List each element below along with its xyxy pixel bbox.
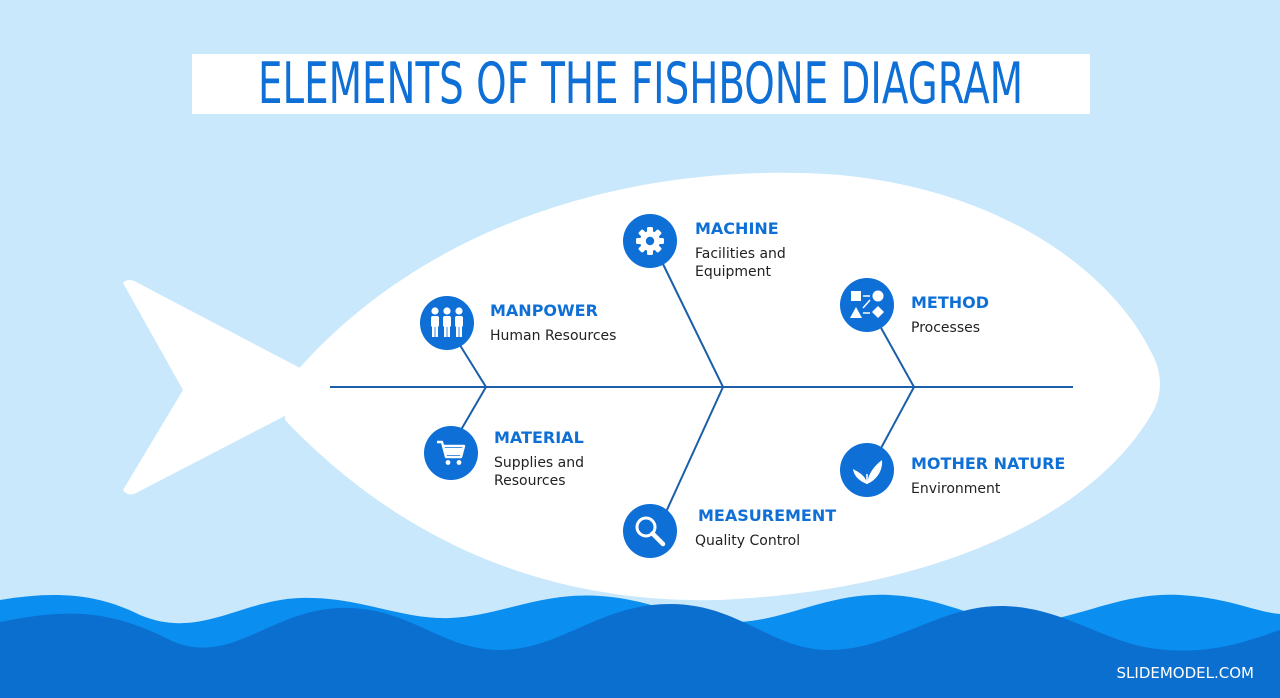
bone-material <box>457 386 487 436</box>
method-label: METHOD Processes <box>911 293 989 337</box>
wave-front <box>0 604 1280 698</box>
material-description: Supplies and Resources <box>494 455 585 489</box>
page-title: ELEMENTS OF THE FISHBONE DIAGRAM <box>258 51 1024 117</box>
people-icon <box>431 307 463 337</box>
material-node <box>424 426 478 480</box>
measurement-label: MEASUREMENT Quality Control <box>695 506 837 550</box>
manpower-label: MANPOWER Human Resources <box>490 301 616 345</box>
machine-description: Facilities and Equipment <box>695 246 786 280</box>
method-description: Processes <box>911 320 981 336</box>
machine-title: MACHINE <box>695 219 779 238</box>
measurement-node <box>623 504 677 558</box>
mother-nature-node <box>840 443 894 497</box>
mother-nature-label: MOTHER NATURE Environment <box>911 454 1065 498</box>
flowchart-icon <box>850 290 884 318</box>
bone-measurement <box>665 386 724 513</box>
credit-watermark: SLIDEMODEL.COM <box>1116 664 1254 682</box>
machine-node <box>623 214 677 268</box>
manpower-node <box>420 296 474 350</box>
magnifier-icon <box>635 516 666 547</box>
method-node <box>840 278 894 332</box>
bone-manpower <box>457 341 487 388</box>
material-label: MATERIAL Supplies and Resources <box>494 428 604 490</box>
bone-method <box>879 325 915 388</box>
measurement-title: MEASUREMENT <box>698 506 837 525</box>
measurement-description: Quality Control <box>695 533 801 549</box>
cart-icon <box>437 440 466 465</box>
fish-tail <box>123 280 300 495</box>
manpower-description: Human Resources <box>490 328 617 344</box>
method-title: METHOD <box>911 293 990 312</box>
mother-nature-description: Environment <box>911 481 1001 497</box>
leaf-icon <box>853 460 883 484</box>
bone-mother-nature <box>879 386 915 451</box>
mother-nature-title: MOTHER NATURE <box>911 454 1066 473</box>
bone-machine <box>661 261 724 388</box>
material-title: MATERIAL <box>494 428 584 447</box>
gear-icon <box>636 227 664 255</box>
manpower-title: MANPOWER <box>490 301 598 320</box>
title-banner: ELEMENTS OF THE FISHBONE DIAGRAM <box>192 54 1090 114</box>
machine-label: MACHINE Facilities and Equipment <box>695 219 805 281</box>
